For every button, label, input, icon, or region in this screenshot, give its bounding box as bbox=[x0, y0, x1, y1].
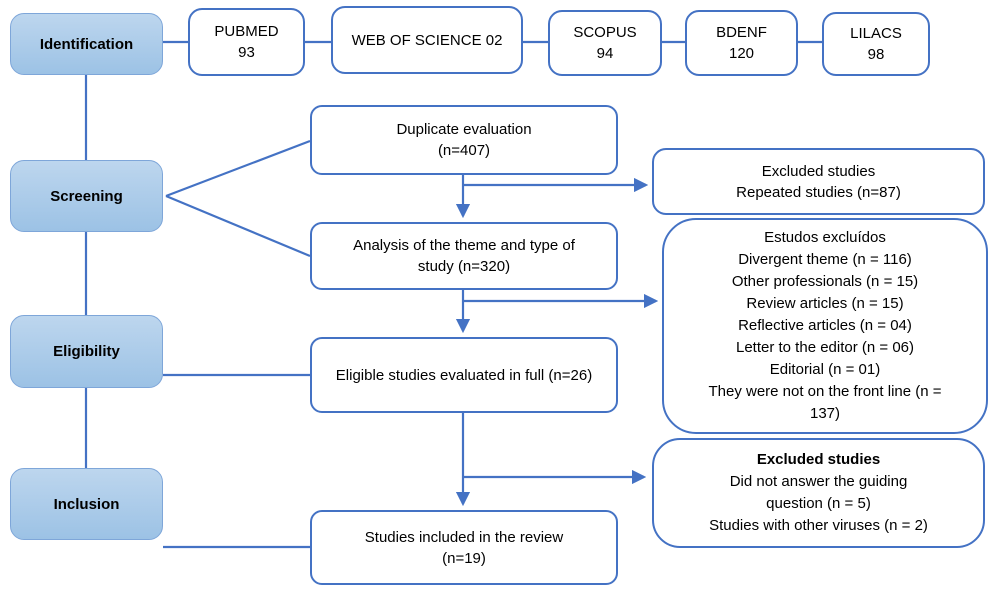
text-line: Editorial (n = 01) bbox=[769, 361, 881, 378]
stage-label: Identification bbox=[39, 35, 134, 53]
text-line: Letter to the editor (n = 06) bbox=[735, 339, 915, 356]
text-line: Did not answer the guiding bbox=[729, 473, 908, 490]
stage-label: Screening bbox=[50, 187, 123, 205]
text-line: Repeated studies (n=87) bbox=[736, 183, 901, 201]
stage-eligibility: Eligibility bbox=[10, 315, 163, 388]
stage-inclusion: Inclusion bbox=[10, 468, 163, 540]
process-box-eligible-studies: Eligible studies evaluated in full (n=26… bbox=[310, 337, 618, 413]
process-box-theme-analysis: Analysis of the theme and type of study (… bbox=[310, 222, 618, 290]
stage-identification: Identification bbox=[10, 13, 163, 75]
text-line: question (n = 5) bbox=[766, 495, 871, 512]
text-line: 94 bbox=[596, 45, 614, 62]
stage-label: Eligibility bbox=[53, 343, 120, 360]
text-line: 98 bbox=[867, 46, 885, 63]
text-line: Excluded studies bbox=[761, 162, 876, 180]
text-line: Studies with other viruses (n = 2) bbox=[709, 517, 928, 534]
process-box-included-studies: Studies included in the review (n=19) bbox=[310, 510, 618, 585]
screening-fan-upper-line bbox=[165, 139, 311, 198]
text-line: PUBMED bbox=[214, 23, 279, 40]
text-line: Other professionals (n = 15) bbox=[731, 273, 919, 290]
source-box-pubmed: PUBMED 93 bbox=[188, 8, 305, 76]
text-line: (n=19) bbox=[442, 549, 486, 567]
source-box-lilacs: LILACS 98 bbox=[822, 12, 930, 76]
text-line: Analysis of the theme and type of bbox=[353, 237, 575, 254]
text-line: Estudos excluídos bbox=[764, 229, 886, 246]
text-line: Reflective articles (n = 04) bbox=[738, 317, 912, 334]
text-line: Duplicate evaluation bbox=[396, 121, 532, 138]
source-box-bdenf: BDENF 120 bbox=[685, 10, 798, 76]
text-line: study (n=320) bbox=[417, 258, 511, 275]
text-line: SCOPUS bbox=[573, 24, 637, 41]
text-line: 137) bbox=[809, 405, 841, 422]
text-line: Studies included in the review bbox=[364, 528, 564, 546]
text-line: Excluded studies bbox=[756, 451, 881, 468]
source-box-scopus: SCOPUS 94 bbox=[548, 10, 662, 76]
text-line: WEB OF SCIENCE 02 bbox=[351, 31, 503, 49]
text-line: (n=407) bbox=[437, 142, 491, 159]
text-line: Eligible studies evaluated in full (n=26… bbox=[335, 366, 593, 384]
text-line: 120 bbox=[728, 45, 755, 62]
process-box-duplicate-evaluation: Duplicate evaluation (n=407) bbox=[310, 105, 618, 175]
text-line: 93 bbox=[238, 44, 255, 61]
text-line: They were not on the front line (n = bbox=[708, 383, 942, 400]
source-box-web-of-science: WEB OF SCIENCE 02 bbox=[331, 6, 523, 74]
stage-screening: Screening bbox=[10, 160, 163, 232]
text-line: Divergent theme (n = 116) bbox=[738, 251, 912, 268]
text-line: LILACS bbox=[850, 25, 902, 42]
stage-label: Inclusion bbox=[53, 495, 120, 513]
text-line: Review articles (n = 15) bbox=[746, 295, 904, 312]
screening-fan-lower-line bbox=[165, 194, 311, 258]
text-line: BDENF bbox=[716, 24, 767, 41]
